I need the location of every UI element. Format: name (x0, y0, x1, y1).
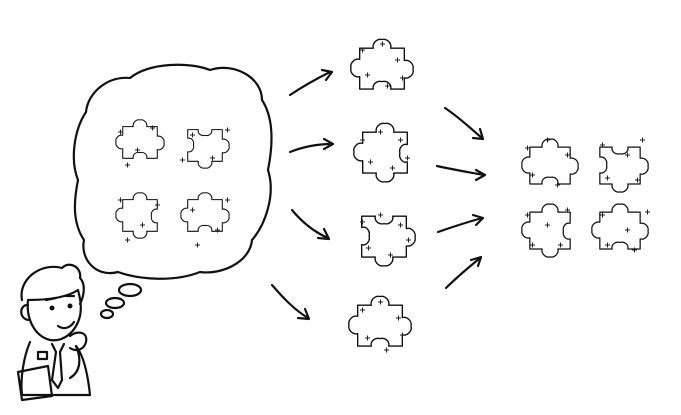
thinking-man-icon (16, 263, 92, 402)
puzzle-texture (118, 125, 230, 248)
puzzle-piece-icon (348, 38, 416, 353)
thought-bubble-icon (72, 63, 273, 320)
arrow-icon (270, 68, 487, 321)
assembled-puzzle-icon (115, 119, 230, 248)
final-puzzle-icon (521, 137, 650, 258)
